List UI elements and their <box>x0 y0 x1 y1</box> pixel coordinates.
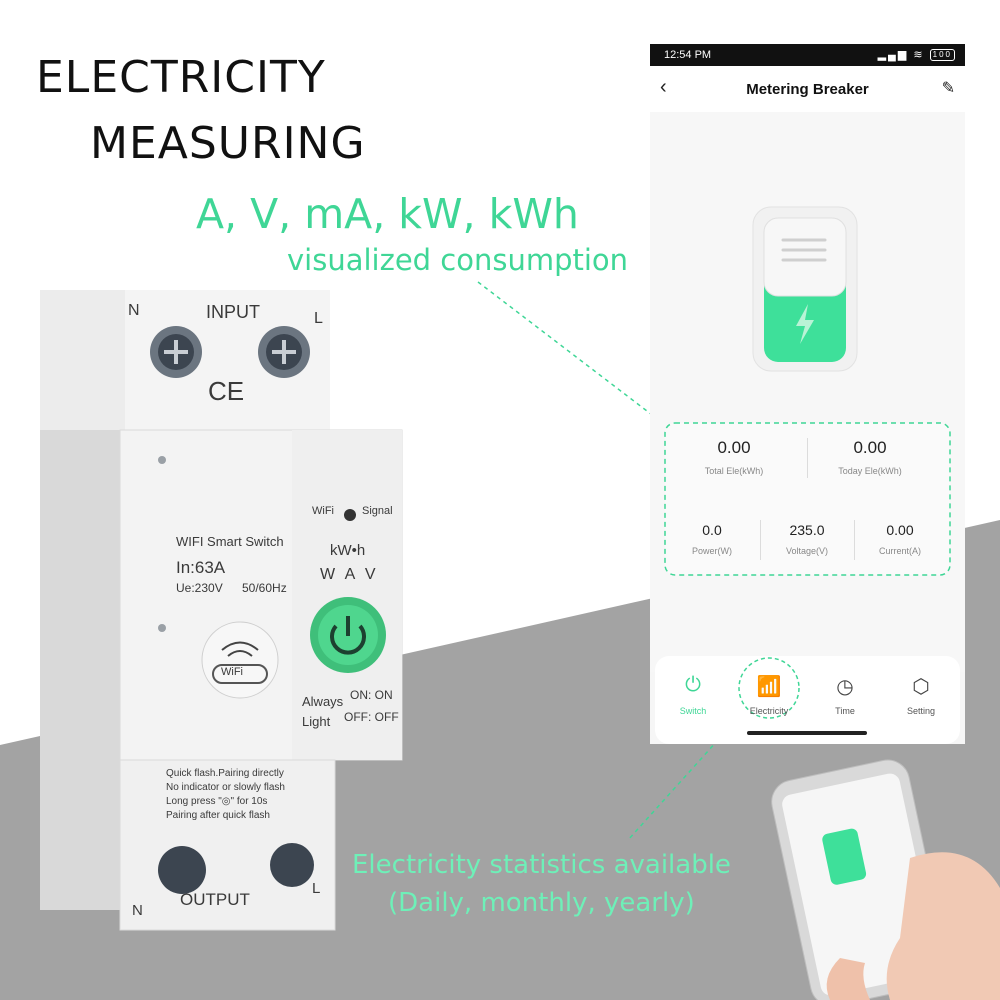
units-text: A, V, mA, kW, kWh <box>196 190 579 238</box>
current-value: 0.00 <box>886 522 914 538</box>
metrics-dashed-border <box>664 422 951 576</box>
tab-time[interactable]: ◷ Time <box>807 656 883 726</box>
signal-icon: ▂▄▆ <box>877 49 909 61</box>
voltage-value: 235.0 <box>789 522 825 538</box>
ce-mark: CE <box>208 376 245 406</box>
clock-icon: ◷ <box>836 676 854 698</box>
current-label: Current(A) <box>878 546 921 556</box>
bar-chart-icon: 📶 <box>756 676 782 698</box>
total-ele-label: Total Ele(kWh) <box>704 466 764 476</box>
tab-switch[interactable]: ⏻ Switch <box>655 656 731 726</box>
breaker-off-off: OFF: OFF <box>344 710 399 724</box>
home-indicator <box>747 731 867 735</box>
breaker-instr-1: Quick flash.Pairing directly <box>166 768 284 779</box>
breaker-l-bottom: L <box>312 880 321 897</box>
status-time: 12:54 PM <box>664 49 712 61</box>
breaker-on-on: ON: ON <box>350 688 393 702</box>
page-title: Metering Breaker <box>746 81 869 98</box>
breaker-signal-label: Signal <box>362 505 393 517</box>
nav-bar: ‹ Metering Breaker ✎ <box>650 66 965 112</box>
tab-setting[interactable]: ⬡ Setting <box>883 656 959 726</box>
separator <box>807 438 808 478</box>
breaker-model: WIFI Smart Switch <box>176 534 284 549</box>
breaker-illustration[interactable] <box>750 204 860 374</box>
breaker-voltage: Ue:230V <box>176 581 223 595</box>
visualized-consumption-text: visualized consumption <box>287 243 629 277</box>
tab-time-label: Time <box>835 706 855 716</box>
separator <box>760 520 761 560</box>
hexagon-gear-icon: ⬡ <box>912 676 930 698</box>
breaker-n-bottom: N <box>132 902 143 919</box>
power-value: 0.0 <box>702 522 722 538</box>
breaker-wav: W A V <box>320 566 379 583</box>
device-panel <box>650 112 965 672</box>
breaker-always: Always <box>302 694 344 709</box>
tab-setting-label: Setting <box>906 706 936 716</box>
smart-breaker-device: N INPUT L CE WiFi Signal WIFI Smart Swit… <box>30 290 410 940</box>
headline-measuring: MEASURING <box>90 118 366 169</box>
breaker-l-top: L <box>314 310 323 327</box>
today-ele-value: 0.00 <box>853 438 887 457</box>
breaker-body <box>40 290 403 931</box>
breaker-output-label: OUTPUT <box>180 890 250 909</box>
breaker-wifi-badge: WiFi <box>221 666 243 678</box>
battery-icon: 100 <box>929 49 955 62</box>
breaker-instr-3: Long press "◎" for 10s <box>166 796 268 807</box>
power-icon: ⏻ <box>685 674 701 696</box>
today-ele-label: Today Ele(kWh) <box>838 466 902 476</box>
breaker-input-label: INPUT <box>206 302 260 322</box>
status-bar: 12:54 PM ▂▄▆ ≋ 100 <box>650 44 965 66</box>
breaker-frequency: 50/60Hz <box>242 581 287 595</box>
hand-holding-phone <box>771 759 1000 1000</box>
electricity-highlight-circle <box>738 657 800 719</box>
statistics-periods-text: (Daily, monthly, yearly) <box>388 888 695 918</box>
wifi-icon: ≋ <box>913 49 925 61</box>
metrics-panel: 0.00 Total Ele(kWh) 0.00 Today Ele(kWh) … <box>664 422 951 576</box>
chevron-left-icon[interactable]: ‹ <box>660 76 667 98</box>
tab-electricity-label: Electricity <box>749 706 789 716</box>
tab-electricity[interactable]: 📶 Electricity <box>731 656 807 726</box>
voltage-label: Voltage(V) <box>785 546 829 556</box>
total-ele-value: 0.00 <box>717 438 751 457</box>
power-label: Power(W) <box>692 546 732 556</box>
headline-electricity: ELECTRICITY <box>36 52 326 103</box>
breaker-light: Light <box>302 714 331 729</box>
breaker-kwh: kW•h <box>330 542 366 559</box>
lightning-icon <box>796 304 814 344</box>
tab-switch-label: Switch <box>679 706 707 716</box>
breaker-instr-4: Pairing after quick flash <box>166 810 270 821</box>
breaker-instr-2: No indicator or slowly flash <box>166 782 285 793</box>
status-icons: ▂▄▆ ≋ 100 <box>877 48 955 62</box>
app-screenshot: 12:54 PM ▂▄▆ ≋ 100 ‹ Metering Breaker ✎ … <box>650 44 965 744</box>
breaker-n-top: N <box>128 302 140 319</box>
breaker-wifi-label: WiFi <box>312 505 334 517</box>
separator <box>854 520 855 560</box>
statistics-available-text: Electricity statistics available <box>352 850 731 880</box>
breaker-rating: In:63A <box>176 558 226 577</box>
tab-bar: ⏻ Switch 📶 Electricity ◷ Time ⬡ Setting <box>655 656 960 744</box>
pencil-icon[interactable]: ✎ <box>941 80 955 97</box>
